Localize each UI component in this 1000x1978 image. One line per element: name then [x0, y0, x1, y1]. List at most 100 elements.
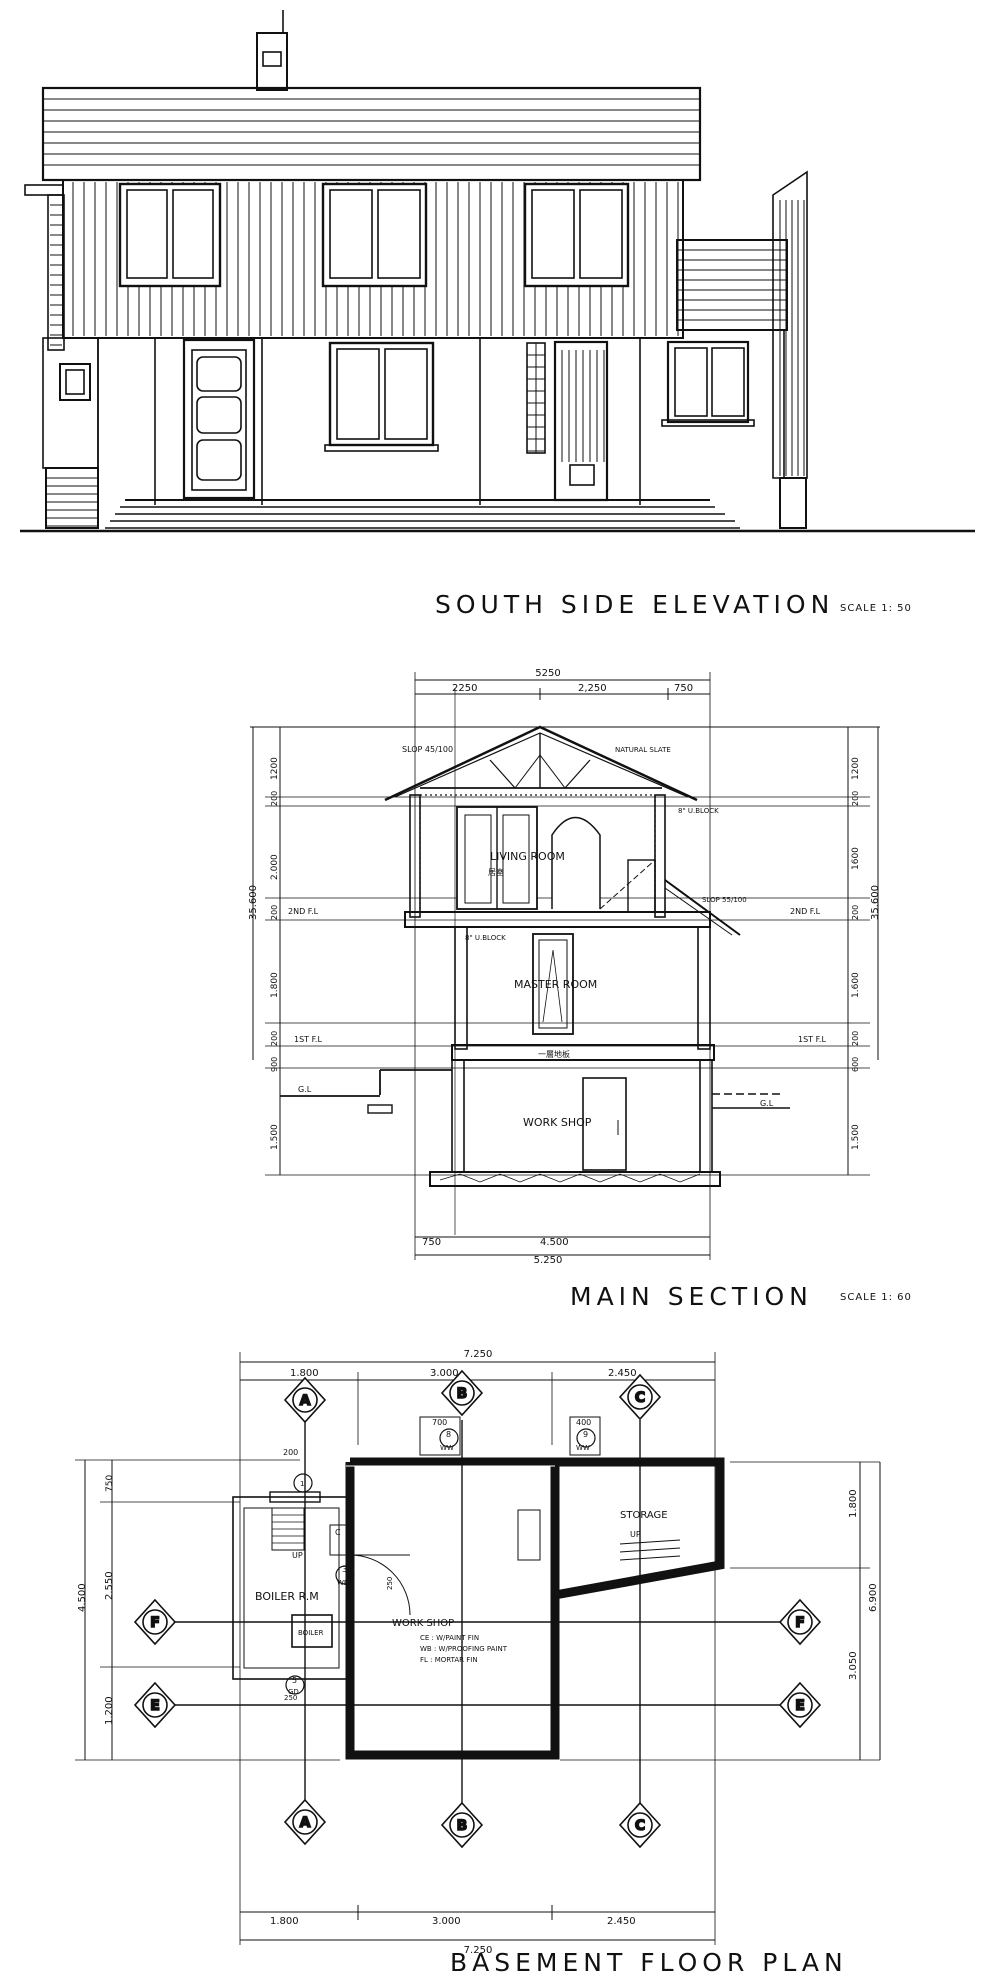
plan-dims-right_1800: 1.800: [848, 1489, 859, 1518]
plan-labels-tag_ww2_num: 9: [583, 1430, 588, 1439]
plan-dims-bottom_a: 1.800: [270, 1916, 299, 1927]
section-labels-floor_note: 一層地板: [538, 1049, 570, 1059]
section-dims-right_total: 35.600: [870, 885, 881, 920]
grid-marker-b: B: [440, 1801, 484, 1849]
plan-dims-win_700: 700: [432, 1418, 447, 1427]
section-dims-left_900: 900: [270, 1057, 279, 1072]
section-labels-master: MASTER ROOM: [514, 978, 597, 991]
grid-label: E: [150, 1698, 160, 1714]
plan-labels-tag_ww1: WW: [440, 1444, 454, 1452]
plan-dims-left_2550: 2.550: [104, 1571, 115, 1600]
grid-marker-f: F: [778, 1598, 822, 1646]
grid-label: F: [795, 1615, 805, 1631]
plan-dims-top_c: 2.450: [608, 1368, 637, 1379]
plan-dims-small_250: 250: [284, 1694, 297, 1702]
grid-marker-a: A: [283, 1376, 327, 1424]
plan-dims-left_750: 750: [105, 1475, 115, 1492]
section-labels-fl2_left: 2ND F.L: [288, 907, 319, 916]
plan-labels-up_right: UP: [630, 1530, 641, 1539]
grid-marker-e: E: [133, 1681, 177, 1729]
plan-dims-win_400: 400: [576, 1418, 591, 1427]
plan-labels-tag_ww2: WW: [576, 1444, 590, 1452]
plan-labels-note_3: FL : MORTAR FIN: [420, 1656, 478, 1664]
plan-labels-tag_top_num: 1: [300, 1480, 304, 1488]
plan-dims-top_b: 3.000: [430, 1368, 459, 1379]
grid-marker-c: C: [618, 1373, 662, 1421]
plan-dims-bottom_b: 3.000: [432, 1916, 461, 1927]
section-dims-top_b: 2,250: [578, 683, 607, 694]
plan-labels-tag_gd_num: 5: [292, 1676, 297, 1685]
elevation-scale: SCALE 1: 50: [840, 603, 912, 614]
plan-labels-note_2: WB : W/PROOFING PAINT: [420, 1645, 508, 1653]
grid-label: B: [457, 1818, 468, 1834]
plan-dims-bottom_c: 2.450: [607, 1916, 636, 1927]
section-dims-left_2000: 2.000: [270, 854, 280, 880]
grid-label: B: [457, 1386, 468, 1402]
grid-marker-f: F: [133, 1598, 177, 1646]
plan-labels-storage: STORAGE: [620, 1510, 668, 1521]
south-elevation-drawing: [20, 10, 975, 533]
plan-labels-note_1: CE : W/PAINT FIN: [420, 1634, 479, 1642]
plan-labels-boiler_room: BOILER R.M: [255, 1590, 319, 1603]
section-dims-right_200: 200: [851, 791, 860, 806]
section-title: MAIN SECTION: [570, 1282, 813, 1311]
section-dims-right_1200: 1200: [851, 757, 861, 780]
section-dims-right_1600: 1600: [851, 847, 861, 870]
section-labels-fl1_left: 1ST F.L: [294, 1035, 322, 1044]
section-labels-gl_left: G.L: [298, 1085, 312, 1094]
section-labels-gl_right: G.L: [760, 1099, 774, 1108]
section-labels-fl2_right: 2ND F.L: [790, 907, 821, 916]
section-labels-slate: NATURAL SLATE: [615, 746, 671, 754]
section-labels-fl1_right: 1ST F.L: [798, 1035, 826, 1044]
grid-label: C: [635, 1818, 645, 1834]
plan-title: BASEMENT FLOOR PLAN: [450, 1948, 848, 1977]
plan-dims-top_a: 1.800: [290, 1368, 319, 1379]
plan-labels-tag_wd_num: 3: [342, 1565, 347, 1574]
section-dims-bottom_b: 4.500: [540, 1237, 569, 1248]
section-labels-ublock_mid: 8" U.BLOCK: [465, 934, 506, 942]
section-dims-right_1500: 1.500: [851, 1124, 861, 1150]
section-scale: SCALE 1: 60: [840, 1292, 912, 1303]
section-dims-right_600: 600: [851, 1057, 860, 1072]
section-labels-living: LIVING ROOM: [490, 850, 565, 863]
grid-marker-c: C: [618, 1801, 662, 1849]
section-dims-right_1st: 200: [851, 1031, 860, 1046]
grid-label: C: [635, 1390, 645, 1406]
grid-label: A: [300, 1393, 311, 1409]
section-dims-bottom_total: 5.250: [534, 1255, 563, 1266]
plan-dims-left_total: 4.500: [77, 1583, 88, 1612]
section-dims-left_1500: 1.500: [270, 1124, 280, 1150]
plan-labels-tag_ww1_num: 8: [446, 1430, 451, 1439]
plan-labels-workshop: WORK SHOP: [392, 1618, 454, 1629]
grid-label: A: [300, 1815, 311, 1831]
section-dims-left_total: 35.600: [248, 885, 259, 920]
plan-labels-boiler: BOILER: [298, 1629, 324, 1637]
section-dims-top_c: 750: [674, 683, 693, 694]
section-dims-top_a: 2250: [452, 683, 477, 694]
section-labels-workshop: WORK SHOP: [523, 1116, 592, 1129]
section-dims-top_total: 5250: [535, 668, 560, 679]
section-dims-left_1800: 1.800: [270, 972, 280, 998]
plan-dims-door_250: 250: [386, 1577, 394, 1590]
section-labels-living_sub: 居室: [488, 867, 504, 877]
grid-marker-e: E: [778, 1681, 822, 1729]
plan-labels-tag_gd: GD: [288, 1688, 299, 1696]
plan-dims-right_3050: 3.050: [848, 1651, 859, 1680]
grid-marker-b: B: [440, 1369, 484, 1417]
section-dims-left_1st: 200: [270, 1031, 279, 1046]
basement-plan-drawing: [75, 1352, 881, 1945]
section-labels-slop_side: SLOP 55/100: [702, 896, 747, 904]
section-dims-left_200: 200: [270, 791, 279, 806]
plan-labels-c_mark: C: [335, 1528, 341, 1537]
elevation-title: SOUTH SIDE ELEVATION: [435, 590, 835, 619]
section-dims-left_2nd: 200: [270, 905, 279, 920]
plan-dims-bottom_total: 7.250: [464, 1945, 493, 1956]
plan-dims-top_total: 7.250: [464, 1349, 493, 1360]
section-labels-slop_roof: SLOP 45/100: [402, 745, 453, 754]
section-dims-right_2nd: 200: [851, 905, 860, 920]
section-dims-bottom_a: 750: [422, 1237, 441, 1248]
plan-labels-tag_wd: WD: [337, 1579, 349, 1587]
grid-marker-a: A: [283, 1798, 327, 1846]
